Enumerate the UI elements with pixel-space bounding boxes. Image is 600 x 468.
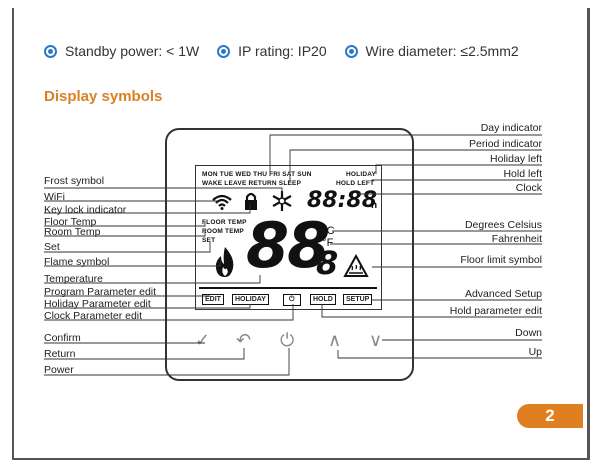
label-wifi: WiFi — [44, 191, 65, 203]
label-flame-symbol: Flame symbol — [44, 256, 110, 268]
label-up: Up — [528, 346, 542, 358]
bullet-icon — [344, 44, 358, 58]
lcd-holiday: HOLIDAY — [346, 171, 377, 178]
label-set: Set — [44, 241, 60, 253]
label-holiday-parameter-edit: Holiday Parameter edit — [44, 298, 151, 310]
lcd-clock-unit: h — [371, 200, 378, 211]
lcd-setup-button: SETUP — [343, 294, 373, 305]
lcd-fahrenheit: °F — [322, 237, 334, 249]
down-key-icon[interactable]: ∨ — [369, 330, 383, 351]
page-number-badge: 2 — [517, 404, 583, 428]
label-holiday-left: Holiday left — [490, 153, 542, 165]
label-day-indicator: Day indicator — [480, 122, 542, 134]
lcd-days: MON TUE WED THU FRI SAT SUN — [202, 171, 312, 178]
frost-icon — [272, 191, 292, 211]
spec-wire-diameter: Wire diameter: ≤2.5mm2 — [344, 43, 519, 59]
lcd-temperature-decimal: 8 — [316, 244, 339, 282]
label-hold-parameter-edit: Hold parameter edit — [449, 305, 542, 317]
spec-ip-rating: IP rating: IP20 — [217, 43, 327, 59]
spec-standby-power: Standby power: < 1W — [44, 43, 199, 59]
lcd-hold-button: HOLD — [310, 294, 336, 305]
lcd-floor-temp: FLOOR TEMP — [202, 219, 247, 226]
section-title: Display symbols — [44, 88, 163, 105]
lcd-hold-left: HOLD LEFT — [336, 180, 375, 187]
thermostat-device — [165, 128, 414, 381]
lcd-periods: WAKE LEAVE RETURN SLEEP — [202, 180, 302, 187]
label-floor-temp: Floor Temp — [44, 216, 97, 228]
floor-limit-icon — [343, 254, 369, 277]
label-clock: Clock — [515, 182, 542, 194]
lcd-temperature: 88 — [246, 209, 330, 282]
lcd-power-button: ⏻ — [283, 294, 301, 306]
lcd-divider — [199, 287, 377, 289]
lcd-edit-button: EDIT — [202, 294, 224, 305]
label-room-temp: Room Temp — [44, 226, 101, 238]
lcd-clock: 88:88 — [307, 188, 378, 213]
label-advanced-setup: Advanced Setup — [464, 288, 542, 300]
label-program-parameter-edit: Program Parameter edit — [44, 286, 157, 298]
label-return: Return — [44, 348, 76, 360]
label-clock-parameter-edit: Clock Parameter edit — [44, 310, 143, 322]
lock-icon — [245, 192, 257, 210]
up-key-icon[interactable]: ∧ — [328, 330, 342, 351]
label-frost-symbol: Frost symbol — [44, 175, 105, 187]
confirm-key-icon[interactable]: ✓ — [195, 330, 211, 351]
label-period-indicator: Period indicator — [469, 138, 542, 150]
label-confirm: Confirm — [44, 332, 81, 344]
label-fahrenheit: Fahrenheit — [491, 233, 542, 245]
power-key-icon[interactable]: ⏻ — [280, 330, 295, 351]
lcd-set: SET — [202, 237, 216, 244]
wifi-icon — [212, 194, 232, 210]
label-down: Down — [515, 327, 542, 339]
lcd-celsius: °C — [322, 225, 335, 237]
label-floor-limit-symbol: Floor limit symbol — [460, 254, 542, 266]
label-power: Power — [44, 364, 74, 376]
page-frame — [12, 8, 590, 460]
lcd-room-temp: ROOM TEMP — [202, 228, 244, 235]
lcd-screen — [195, 165, 382, 310]
label-temperature: Temperature — [44, 273, 103, 285]
bullet-icon — [44, 44, 57, 58]
bullet-icon — [217, 44, 231, 58]
return-key-icon[interactable]: ↶ — [236, 330, 252, 351]
flame-icon — [215, 247, 234, 277]
label-hold-left: Hold left — [503, 168, 542, 180]
label-degrees-celsius: Degrees Celsius — [464, 219, 542, 231]
specs-row: Standby power: < 1W IP rating: IP20 Wire… — [44, 43, 533, 59]
